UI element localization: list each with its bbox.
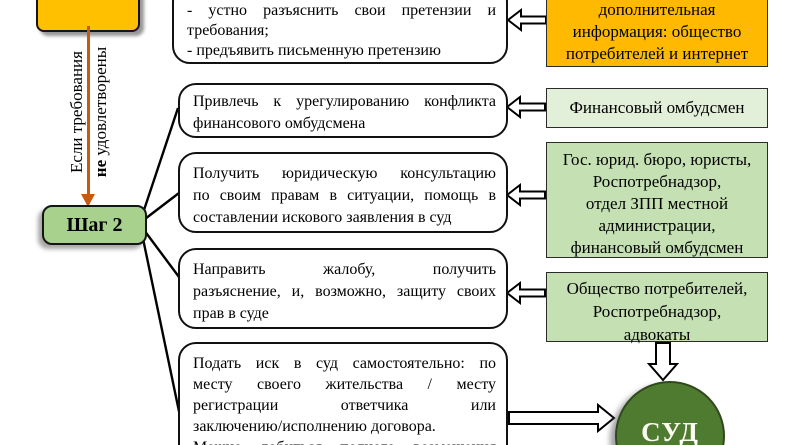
step2-label: Шаг 2 — [66, 213, 123, 236]
action-box-ombudsman: Привлечь к урегулированию конфликта фина… — [178, 83, 508, 138]
block-arrow-left-icon — [505, 94, 546, 120]
block-arrow-down-icon — [646, 342, 680, 382]
action-box-legal-consultation: Получить юридическую консультацию по сво… — [178, 152, 508, 233]
resource-box-line: Гос. юрид. бюро, юристы, — [562, 150, 752, 169]
resource-box-line: Общество потребителей, — [566, 279, 748, 298]
resource-box-line: администрации, — [598, 216, 716, 235]
block-arrow-left-icon — [506, 7, 547, 33]
block-arrow-right-icon — [508, 402, 616, 434]
resource-box-additional-info: дополнительная информация: общество потр… — [546, 0, 768, 67]
condition-label-line2: не удовлетворены — [91, 37, 111, 187]
action-box-line: Привлечь к урегулированию конфликта — [193, 93, 496, 110]
action-box-line: месту своего жительства / месту — [193, 376, 496, 393]
action-box-line: регистрации ответчика или — [193, 397, 496, 414]
action-box-line: Подать иск в суд самостоятельно: по — [193, 355, 496, 372]
flow-arrow-head-icon — [80, 194, 95, 207]
action-box-lawsuit: Подать иск в суд самостоятельно: по мест… — [178, 342, 508, 445]
resource-box-line: финансовый омбудсмен — [570, 238, 744, 257]
court-circle: СУД — [615, 381, 725, 445]
resource-box-line: дополнительная — [598, 0, 716, 19]
step2-connector-line — [139, 107, 180, 220]
resource-box-line: Роспотребнадзор, — [592, 172, 722, 191]
condition-rest: удовлетворены — [91, 46, 110, 156]
block-arrow-left-icon — [505, 280, 546, 306]
action-box-line: Получить юридическую консультацию — [193, 165, 496, 182]
block-arrow-left-icon — [505, 182, 546, 208]
action-box-line: разъяснение, и, возможно, защиту своих — [193, 283, 496, 300]
step2-connector-line — [139, 228, 183, 422]
action-box-line: Можно добиться полного возмещения — [193, 437, 496, 445]
condition-not-bold: не — [91, 155, 110, 178]
resource-box-consumer-society: Общество потребителей, Роспотребнадзор, … — [546, 272, 768, 344]
action-box-line: заключению/исполнению договора. — [193, 418, 436, 435]
action-box-complaint: Направить жалобу, получить разъяснение, … — [178, 248, 508, 329]
step2-box: Шаг 2 — [42, 205, 147, 245]
resource-box-line: адвокаты — [623, 325, 691, 344]
resource-box-line: Финансовый омбудсмен — [569, 98, 745, 117]
resource-box-line: потребителей и интернет — [565, 44, 749, 63]
action-box-line: финансового омбудсмена — [193, 115, 366, 132]
resource-box-line: Роспотребнадзор, — [592, 302, 722, 321]
flow-arrow-line — [86, 26, 90, 196]
action-box-line: составлении искового заявления в суд — [193, 209, 452, 226]
court-label: СУД — [641, 416, 699, 445]
action-box-claims: - устно разъяснить свои претензии и треб… — [172, 0, 508, 64]
resource-box-financial-ombudsman: Финансовый омбудсмен — [546, 88, 768, 128]
action-box-line: Направить жалобу, получить — [193, 261, 496, 278]
resource-box-line: информация: общество — [572, 22, 742, 41]
action-box-line: - предъявить письменную претензию — [187, 42, 441, 59]
action-box-line: прав в суде — [193, 305, 269, 322]
action-box-line: по своим правам в ситуации, помощь в — [193, 187, 496, 204]
resource-box-line: отдел ЗПП местной — [585, 194, 729, 213]
condition-label-line1: Если требования — [67, 51, 86, 173]
resource-box-legal-bureau: Гос. юрид. бюро, юристы, Роспотребнадзор… — [546, 142, 768, 258]
action-box-line: - устно разъяснить свои претензии и — [187, 2, 496, 19]
action-box-line: требования; — [187, 22, 269, 39]
